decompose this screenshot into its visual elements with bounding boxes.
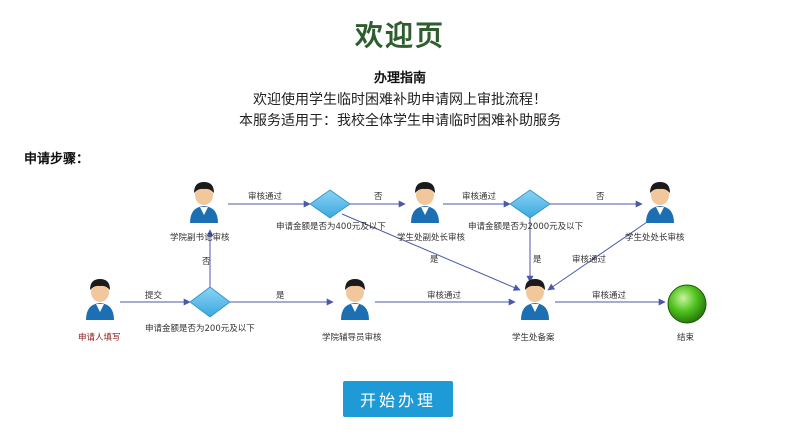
edge-label-approved: 审核通过	[572, 254, 607, 265]
end-circle-icon	[667, 284, 707, 324]
edge-label-submit: 提交	[145, 290, 163, 301]
steps-label: 申请步骤：	[24, 152, 90, 167]
edge-label-yes: 是	[533, 255, 542, 265]
svg-text:申请金额是否为400元及以下: 申请金额是否为400元及以下	[276, 221, 386, 232]
svg-text:学生处处长审核: 学生处处长审核	[625, 232, 685, 243]
start-button[interactable]: 开始办理	[343, 381, 453, 417]
node-applicant: 申请人填写	[78, 279, 121, 343]
svg-text:学院副书记审核: 学院副书记审核	[170, 232, 230, 243]
flow-connectors	[120, 200, 666, 306]
person-icon	[521, 279, 549, 320]
edge-label-no: 否	[596, 192, 605, 202]
svg-text:学生处备案: 学生处备案	[512, 332, 555, 343]
node-archive: 学生处备案	[512, 279, 555, 343]
node-deputy-director: 学生处副处长审核	[397, 182, 466, 243]
node-college-counselor: 学院辅导员审核	[322, 279, 382, 343]
page-title: 欢迎页	[354, 19, 445, 52]
svg-text:学院辅导员审核: 学院辅导员审核	[322, 332, 382, 343]
node-end: 结束	[667, 284, 707, 343]
person-icon	[646, 182, 674, 223]
svg-text:申请人填写: 申请人填写	[78, 332, 121, 343]
svg-text:结束: 结束	[677, 332, 695, 343]
person-icon	[341, 279, 369, 320]
decision-2000: 申请金额是否为2000元及以下	[468, 189, 584, 232]
edge-label-approved: 审核通过	[592, 290, 627, 301]
svg-text:申请金额是否为200元及以下: 申请金额是否为200元及以下	[145, 323, 255, 334]
person-icon	[86, 279, 114, 320]
person-icon	[190, 182, 218, 223]
edge-label-approved: 审核通过	[427, 290, 462, 301]
guide-scope-text: 本服务适用于：我校全体学生申请临时困难补助服务	[239, 113, 561, 129]
node-director: 学生处处长审核	[625, 182, 685, 243]
edge-label-yes: 是	[276, 291, 285, 301]
svg-text:学生处副处长审核: 学生处副处长审核	[397, 232, 466, 243]
guide-title: 办理指南	[373, 71, 426, 86]
edge-label-approved: 审核通过	[248, 191, 283, 202]
person-icon	[411, 182, 439, 223]
guide-welcome-text: 欢迎使用学生临时困难补助申请网上审批流程！	[253, 92, 547, 108]
edge-label-approved: 审核通过	[462, 191, 497, 202]
edge-label-yes: 是	[430, 255, 439, 265]
svg-text:申请金额是否为2000元及以下: 申请金额是否为2000元及以下	[468, 221, 584, 232]
node-college-vice-secretary: 学院副书记审核	[170, 182, 230, 243]
decision-200: 申请金额是否为200元及以下	[145, 286, 255, 334]
decision-400: 申请金额是否为400元及以下	[276, 189, 386, 232]
edge-label-no: 否	[202, 257, 211, 267]
edge-label-no: 否	[374, 192, 383, 202]
